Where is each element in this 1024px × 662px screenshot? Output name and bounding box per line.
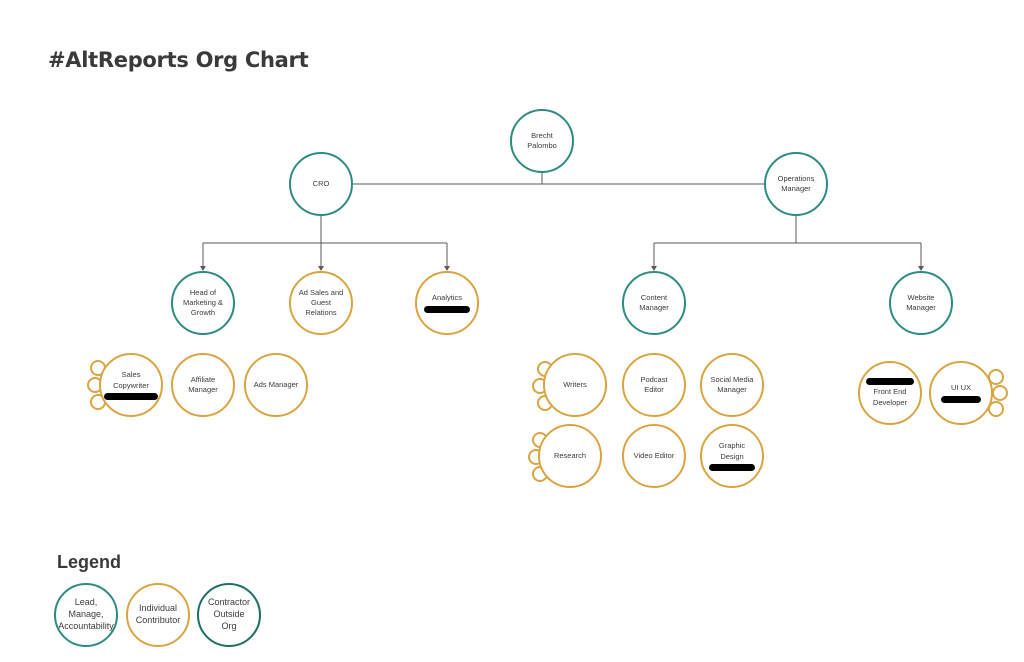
node-label: Sales Copywriter bbox=[113, 370, 149, 390]
redaction-bar bbox=[941, 395, 981, 403]
legend-individual-contributor: Individual Contributor bbox=[126, 583, 190, 647]
node-label: Podcast Editor bbox=[640, 374, 668, 394]
node-ad-sales[interactable]: Ad Sales and Guest Relations bbox=[289, 271, 353, 335]
redaction-bar bbox=[104, 392, 158, 400]
legend-label: Lead, Manage, Accountability bbox=[58, 597, 114, 631]
multi-person-bubble bbox=[992, 385, 1008, 401]
legend-lead: Lead, Manage, Accountability bbox=[54, 583, 118, 647]
node-label: Brecht Palombo bbox=[527, 130, 557, 150]
node-website-manager[interactable]: Website Manager bbox=[889, 271, 953, 335]
redaction-bar bbox=[709, 463, 755, 471]
node-writers[interactable]: Writers bbox=[543, 353, 607, 417]
redaction-bar bbox=[866, 378, 914, 386]
node-label: Ads Manager bbox=[253, 379, 299, 389]
node-label: Head of Marketing & Growth bbox=[182, 287, 224, 318]
node-cro[interactable]: CRO bbox=[289, 152, 353, 216]
node-analytics[interactable]: Analytics bbox=[415, 271, 479, 335]
node-label: Writers bbox=[563, 379, 587, 389]
node-label: Content Manager bbox=[639, 292, 669, 312]
node-label: Ad Sales and Guest Relations bbox=[298, 287, 344, 318]
node-label: Video Editor bbox=[633, 450, 675, 460]
node-label: CRO bbox=[312, 178, 330, 188]
node-ui-ux[interactable]: UI UX bbox=[929, 361, 993, 425]
node-operations-manager[interactable]: Operations Manager bbox=[764, 152, 828, 216]
node-social-media-manager[interactable]: Social Media Manager bbox=[700, 353, 764, 417]
legend-label: Contractor Outside Org bbox=[207, 597, 251, 631]
redaction-bar bbox=[424, 305, 470, 313]
node-content-manager[interactable]: Content Manager bbox=[622, 271, 686, 335]
node-label: Front End Developer bbox=[872, 387, 908, 407]
node-label: Research bbox=[553, 450, 587, 460]
node-label: Graphic Design bbox=[718, 441, 746, 461]
multi-person-bubble bbox=[988, 401, 1004, 417]
node-front-end-developer[interactable]: Front End Developer bbox=[858, 361, 922, 425]
node-graphic-design[interactable]: Graphic Design bbox=[700, 424, 764, 488]
node-sales-copywriter[interactable]: Sales Copywriter bbox=[99, 353, 163, 417]
node-label: Website Manager bbox=[906, 292, 936, 312]
node-research[interactable]: Research bbox=[538, 424, 602, 488]
node-ads-manager[interactable]: Ads Manager bbox=[244, 353, 308, 417]
node-ceo[interactable]: Brecht Palombo bbox=[510, 109, 574, 173]
node-affiliate-manager[interactable]: Affiliate Manager bbox=[171, 353, 235, 417]
node-label: Social Media Manager bbox=[710, 374, 754, 394]
page-title: #AltReports Org Chart bbox=[48, 48, 309, 72]
legend-contractor: Contractor Outside Org bbox=[197, 583, 261, 647]
node-label: Analytics bbox=[431, 293, 462, 303]
node-label: Affiliate Manager bbox=[188, 374, 218, 394]
node-video-editor[interactable]: Video Editor bbox=[622, 424, 686, 488]
legend-title: Legend bbox=[57, 552, 122, 572]
node-head-of-marketing[interactable]: Head of Marketing & Growth bbox=[171, 271, 235, 335]
legend-label: Individual Contributor bbox=[135, 603, 181, 625]
node-podcast-editor[interactable]: Podcast Editor bbox=[622, 353, 686, 417]
node-label: UI UX bbox=[950, 383, 971, 393]
node-label: Operations Manager bbox=[777, 173, 815, 193]
